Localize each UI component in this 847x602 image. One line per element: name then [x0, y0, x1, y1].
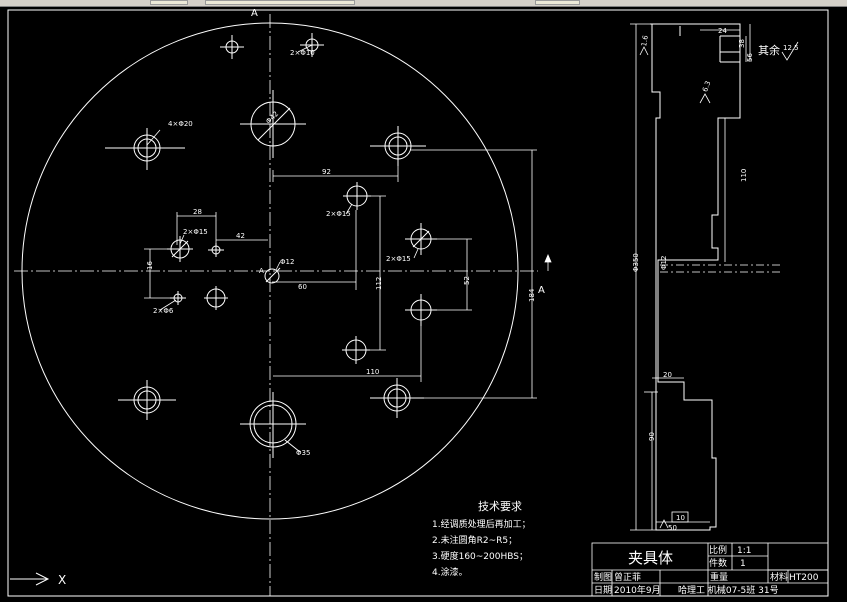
roughness-symbol	[781, 41, 799, 61]
side-dim-24: 24	[718, 27, 727, 35]
weight-label: 重量	[710, 571, 728, 583]
dim-d15-right: 2×Φ15	[386, 255, 411, 263]
tech-item-2: 2.未注圆角R2~R5；	[432, 534, 517, 546]
surface-roughness-note: 其余 12.5	[758, 41, 799, 61]
dim-28: 28	[193, 208, 202, 216]
surface-note-value: 12.5	[783, 44, 799, 52]
drawing-border	[7, 9, 829, 597]
title-block-text: 夹具体 比例 1:1 件数 1 制图 曾正菲 日期 2010年9月 重量 材料 …	[594, 544, 819, 596]
window-toolbar	[0, 0, 847, 7]
technical-requirements: 技术要求 1.经调质处理后再加工； 2.未注圆角R2~R5； 3.硬度160~2…	[432, 500, 531, 578]
drawn-label: 制图	[594, 571, 612, 583]
dim-d20-four: 4×Φ20	[168, 120, 193, 128]
toolbar-button[interactable]	[150, 0, 188, 5]
qty-value: 1	[740, 559, 746, 569]
side-dim-20: 20	[663, 371, 672, 379]
side-roughness-16: 1.6	[640, 34, 650, 47]
side-dim-56: 56	[746, 53, 754, 62]
side-dim-90: 90	[648, 432, 656, 441]
dim-d6-pair: 2×Φ6	[153, 307, 174, 315]
side-dim-10: 10	[676, 514, 685, 522]
drawn-value: 曾正菲	[614, 571, 641, 583]
tech-item-3: 3.硬度160~200HBS；	[432, 550, 528, 562]
dept-text: 哈理工 机械07-5班 31号	[678, 584, 779, 596]
dim-110: 110	[366, 368, 379, 376]
dim-d10-pair: 2×Φ10	[290, 49, 315, 57]
title-block	[591, 542, 829, 597]
side-dim-50: 50	[668, 524, 677, 532]
scale-value: 1:1	[737, 546, 751, 556]
toolbar-field[interactable]	[205, 0, 355, 5]
date-value: 2010年9月	[614, 584, 661, 596]
side-roughness-63: 6.3	[701, 80, 712, 93]
part-name: 夹具体	[628, 549, 673, 567]
dim-d12: Φ12	[280, 258, 294, 266]
side-dim-38: 38	[738, 39, 746, 48]
qty-label: 件数	[709, 557, 727, 569]
ucs-x-label: X	[58, 573, 66, 587]
dim-92: 92	[322, 168, 331, 176]
side-section-view	[630, 23, 780, 531]
side-dim-d350: Φ350	[632, 253, 640, 272]
toolbar-button[interactable]	[535, 0, 580, 5]
dim-42: 42	[236, 232, 245, 240]
dim-52: 52	[463, 276, 471, 285]
scale-label: 比例	[709, 544, 727, 556]
dim-d15-mid: 2×Φ15	[326, 210, 351, 218]
dim-184: 184	[528, 288, 536, 302]
surface-note-text: 其余	[758, 43, 780, 57]
side-profile-outline	[651, 23, 741, 531]
dim-d35: Φ35	[296, 449, 310, 457]
tech-item-4: 4.涂漆。	[432, 566, 468, 578]
dim-d15-left: 2×Φ15	[183, 228, 208, 236]
side-dim-d12: Φ12	[660, 256, 668, 270]
material-label: 材料	[770, 571, 788, 583]
front-view: A A A 2×Φ10 4×Φ20 Φ42 92 28 2×Φ15 2×Φ15 …	[14, 8, 552, 596]
dim-60: 60	[298, 283, 307, 291]
side-dim-110: 110	[740, 169, 748, 182]
tech-title: 技术要求	[478, 500, 522, 513]
material-value: HT200	[789, 573, 819, 583]
hole-d12-center	[264, 268, 280, 284]
section-marker-right: A	[538, 285, 545, 296]
dim-d42: Φ42	[264, 110, 280, 126]
dim-16: 16	[146, 261, 154, 270]
dim-112: 112	[375, 277, 383, 290]
ucs-icon	[10, 572, 50, 586]
section-marker-top: A	[251, 8, 258, 19]
center-marker: A	[259, 267, 264, 275]
date-label: 日期	[594, 585, 612, 596]
tech-item-1: 1.经调质处理后再加工；	[432, 518, 531, 530]
